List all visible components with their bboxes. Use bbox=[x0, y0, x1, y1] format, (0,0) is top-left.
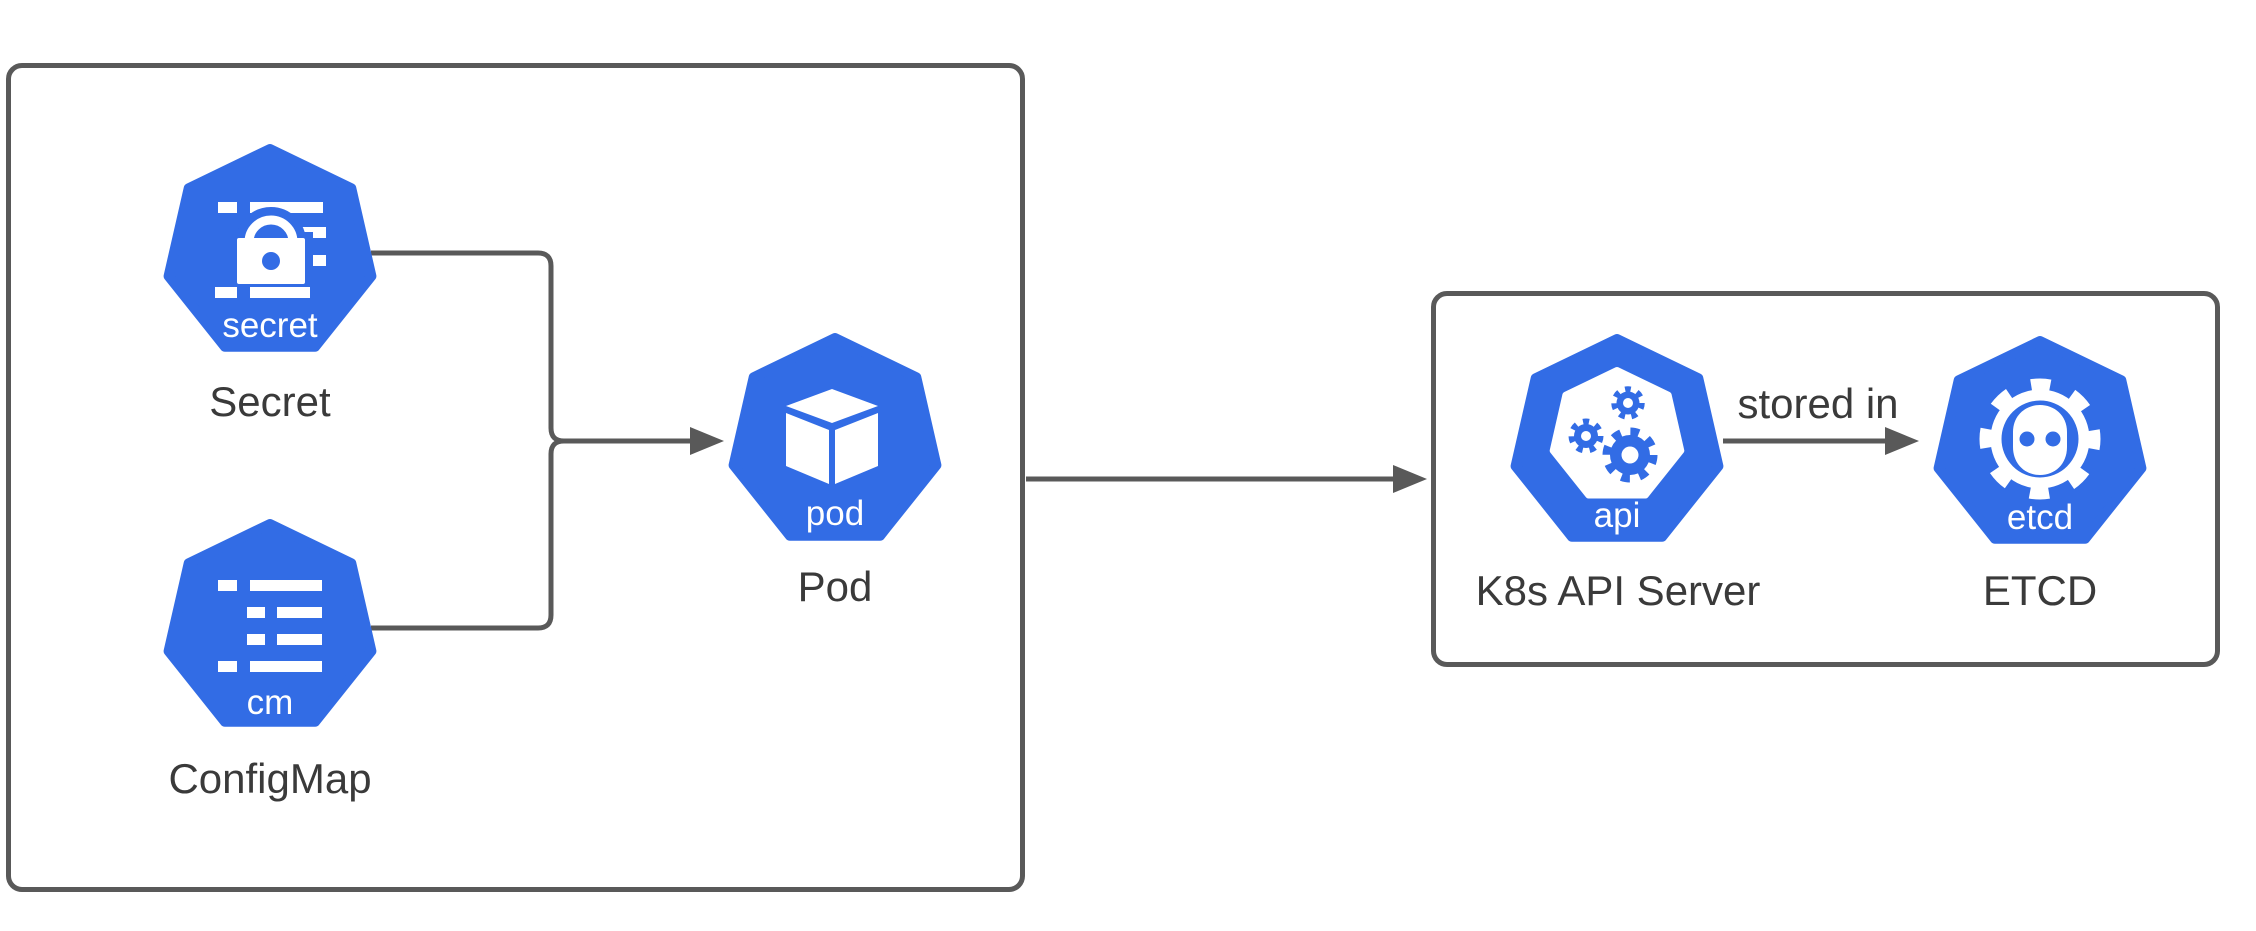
stored-in-edge-label: stored in bbox=[1737, 380, 1899, 427]
api-icon-label: api bbox=[1594, 496, 1641, 535]
k8s-configmap-icon: cm bbox=[163, 519, 377, 727]
etcd-icon: etcd bbox=[1933, 336, 2147, 544]
k8s-api-server-icon: api bbox=[1510, 334, 1724, 542]
k8s-secret-icon: secret bbox=[163, 144, 377, 352]
pod-node-label: Pod bbox=[797, 563, 873, 610]
k8s-pod-icon: pod bbox=[728, 333, 942, 541]
api-server-node-label: K8s API Server bbox=[1475, 567, 1761, 614]
right-group-box bbox=[1431, 291, 2220, 667]
configmap-node-label: ConfigMap bbox=[168, 755, 372, 802]
etcd-gear-glyph bbox=[1979, 378, 2101, 500]
secret-node-label: Secret bbox=[209, 378, 331, 425]
pod-icon-label: pod bbox=[806, 494, 864, 533]
arrowhead-to-pod bbox=[690, 427, 724, 455]
configmap-icon-label: cm bbox=[247, 683, 294, 722]
secret-icon-label: secret bbox=[222, 306, 318, 345]
arrowhead-to-rightbox bbox=[1393, 465, 1427, 493]
left-group-box bbox=[6, 63, 1025, 892]
etcd-icon-label: etcd bbox=[2007, 498, 2073, 537]
arrowhead-to-etcd bbox=[1885, 427, 1919, 455]
gears-glyph bbox=[1568, 386, 1658, 483]
etcd-node-label: ETCD bbox=[1982, 567, 2098, 614]
